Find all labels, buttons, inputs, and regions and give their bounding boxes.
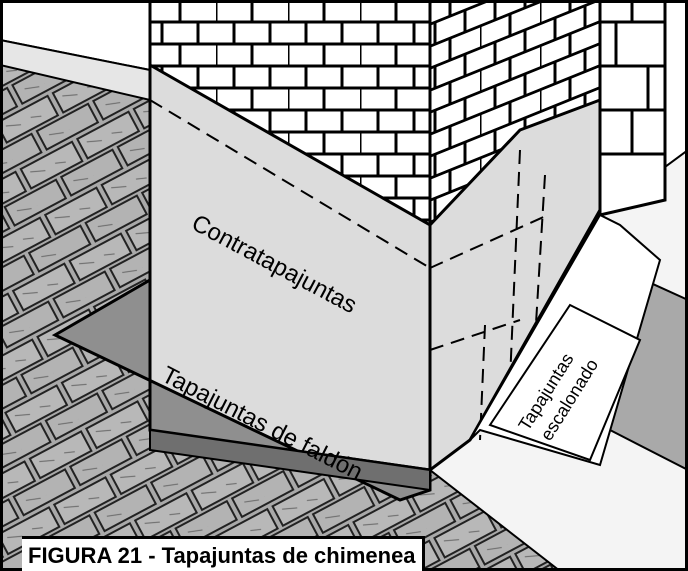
- figure-caption: FIGURA 21 - Tapajuntas de chimenea: [22, 536, 425, 571]
- step-flashing: [469, 213, 662, 467]
- apron-flashing: [51, 277, 432, 502]
